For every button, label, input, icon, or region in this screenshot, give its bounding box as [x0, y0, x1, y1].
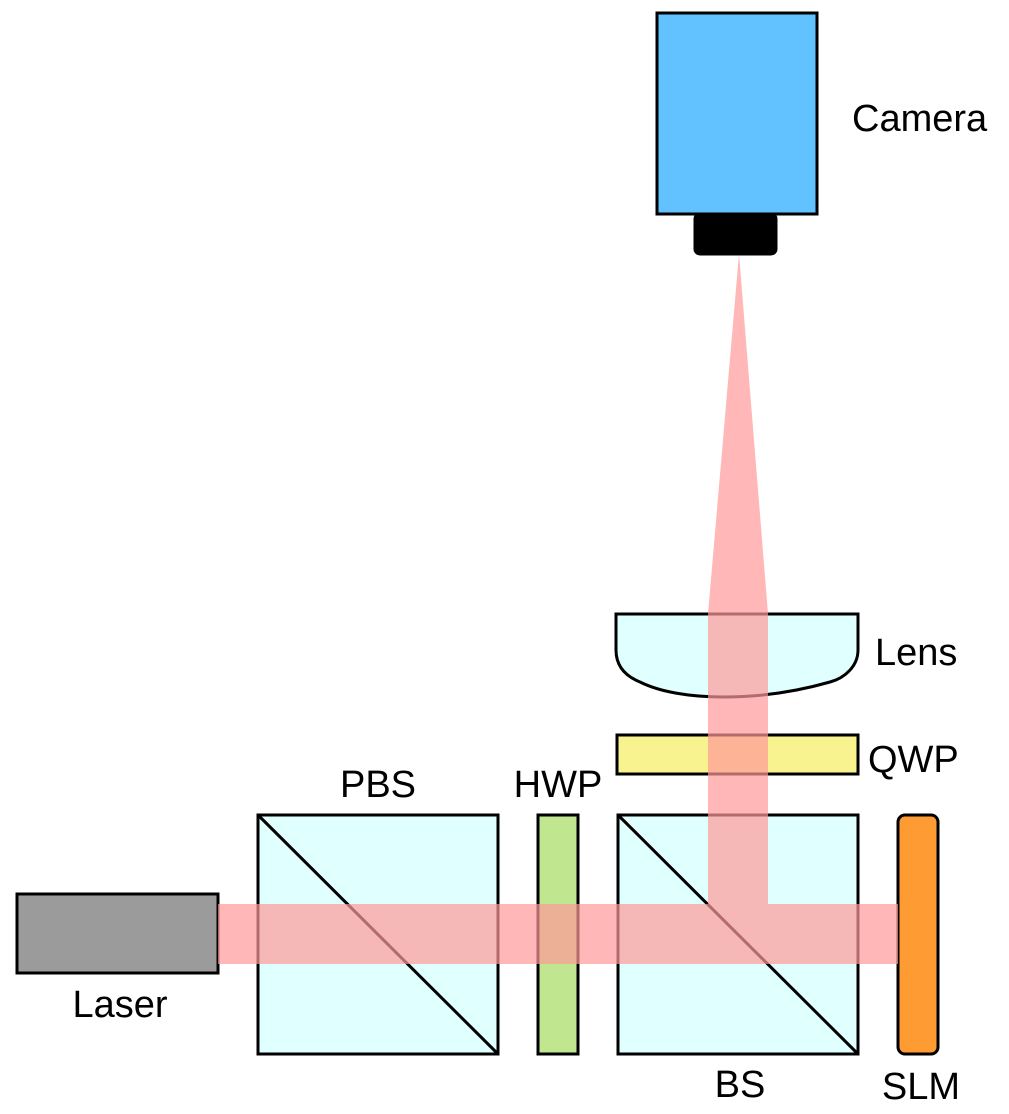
qwp-label: QWP [868, 739, 959, 781]
camera-body [655, 11, 819, 216]
beam-horizontal [218, 904, 898, 964]
pbs-label: PBS [340, 764, 416, 806]
bs-label: BS [715, 1064, 766, 1106]
camera-label: Camera [852, 98, 988, 140]
slm-label: SLM [882, 1066, 960, 1108]
camera-lens-mount [693, 212, 778, 256]
beam-cone [708, 254, 768, 614]
laser-source [15, 892, 220, 975]
hwp-label: HWP [514, 764, 603, 806]
lens-label: Lens [875, 632, 957, 674]
laser-label: Laser [72, 984, 167, 1026]
slm-panel [896, 813, 940, 1056]
beam-vertical [708, 614, 768, 904]
